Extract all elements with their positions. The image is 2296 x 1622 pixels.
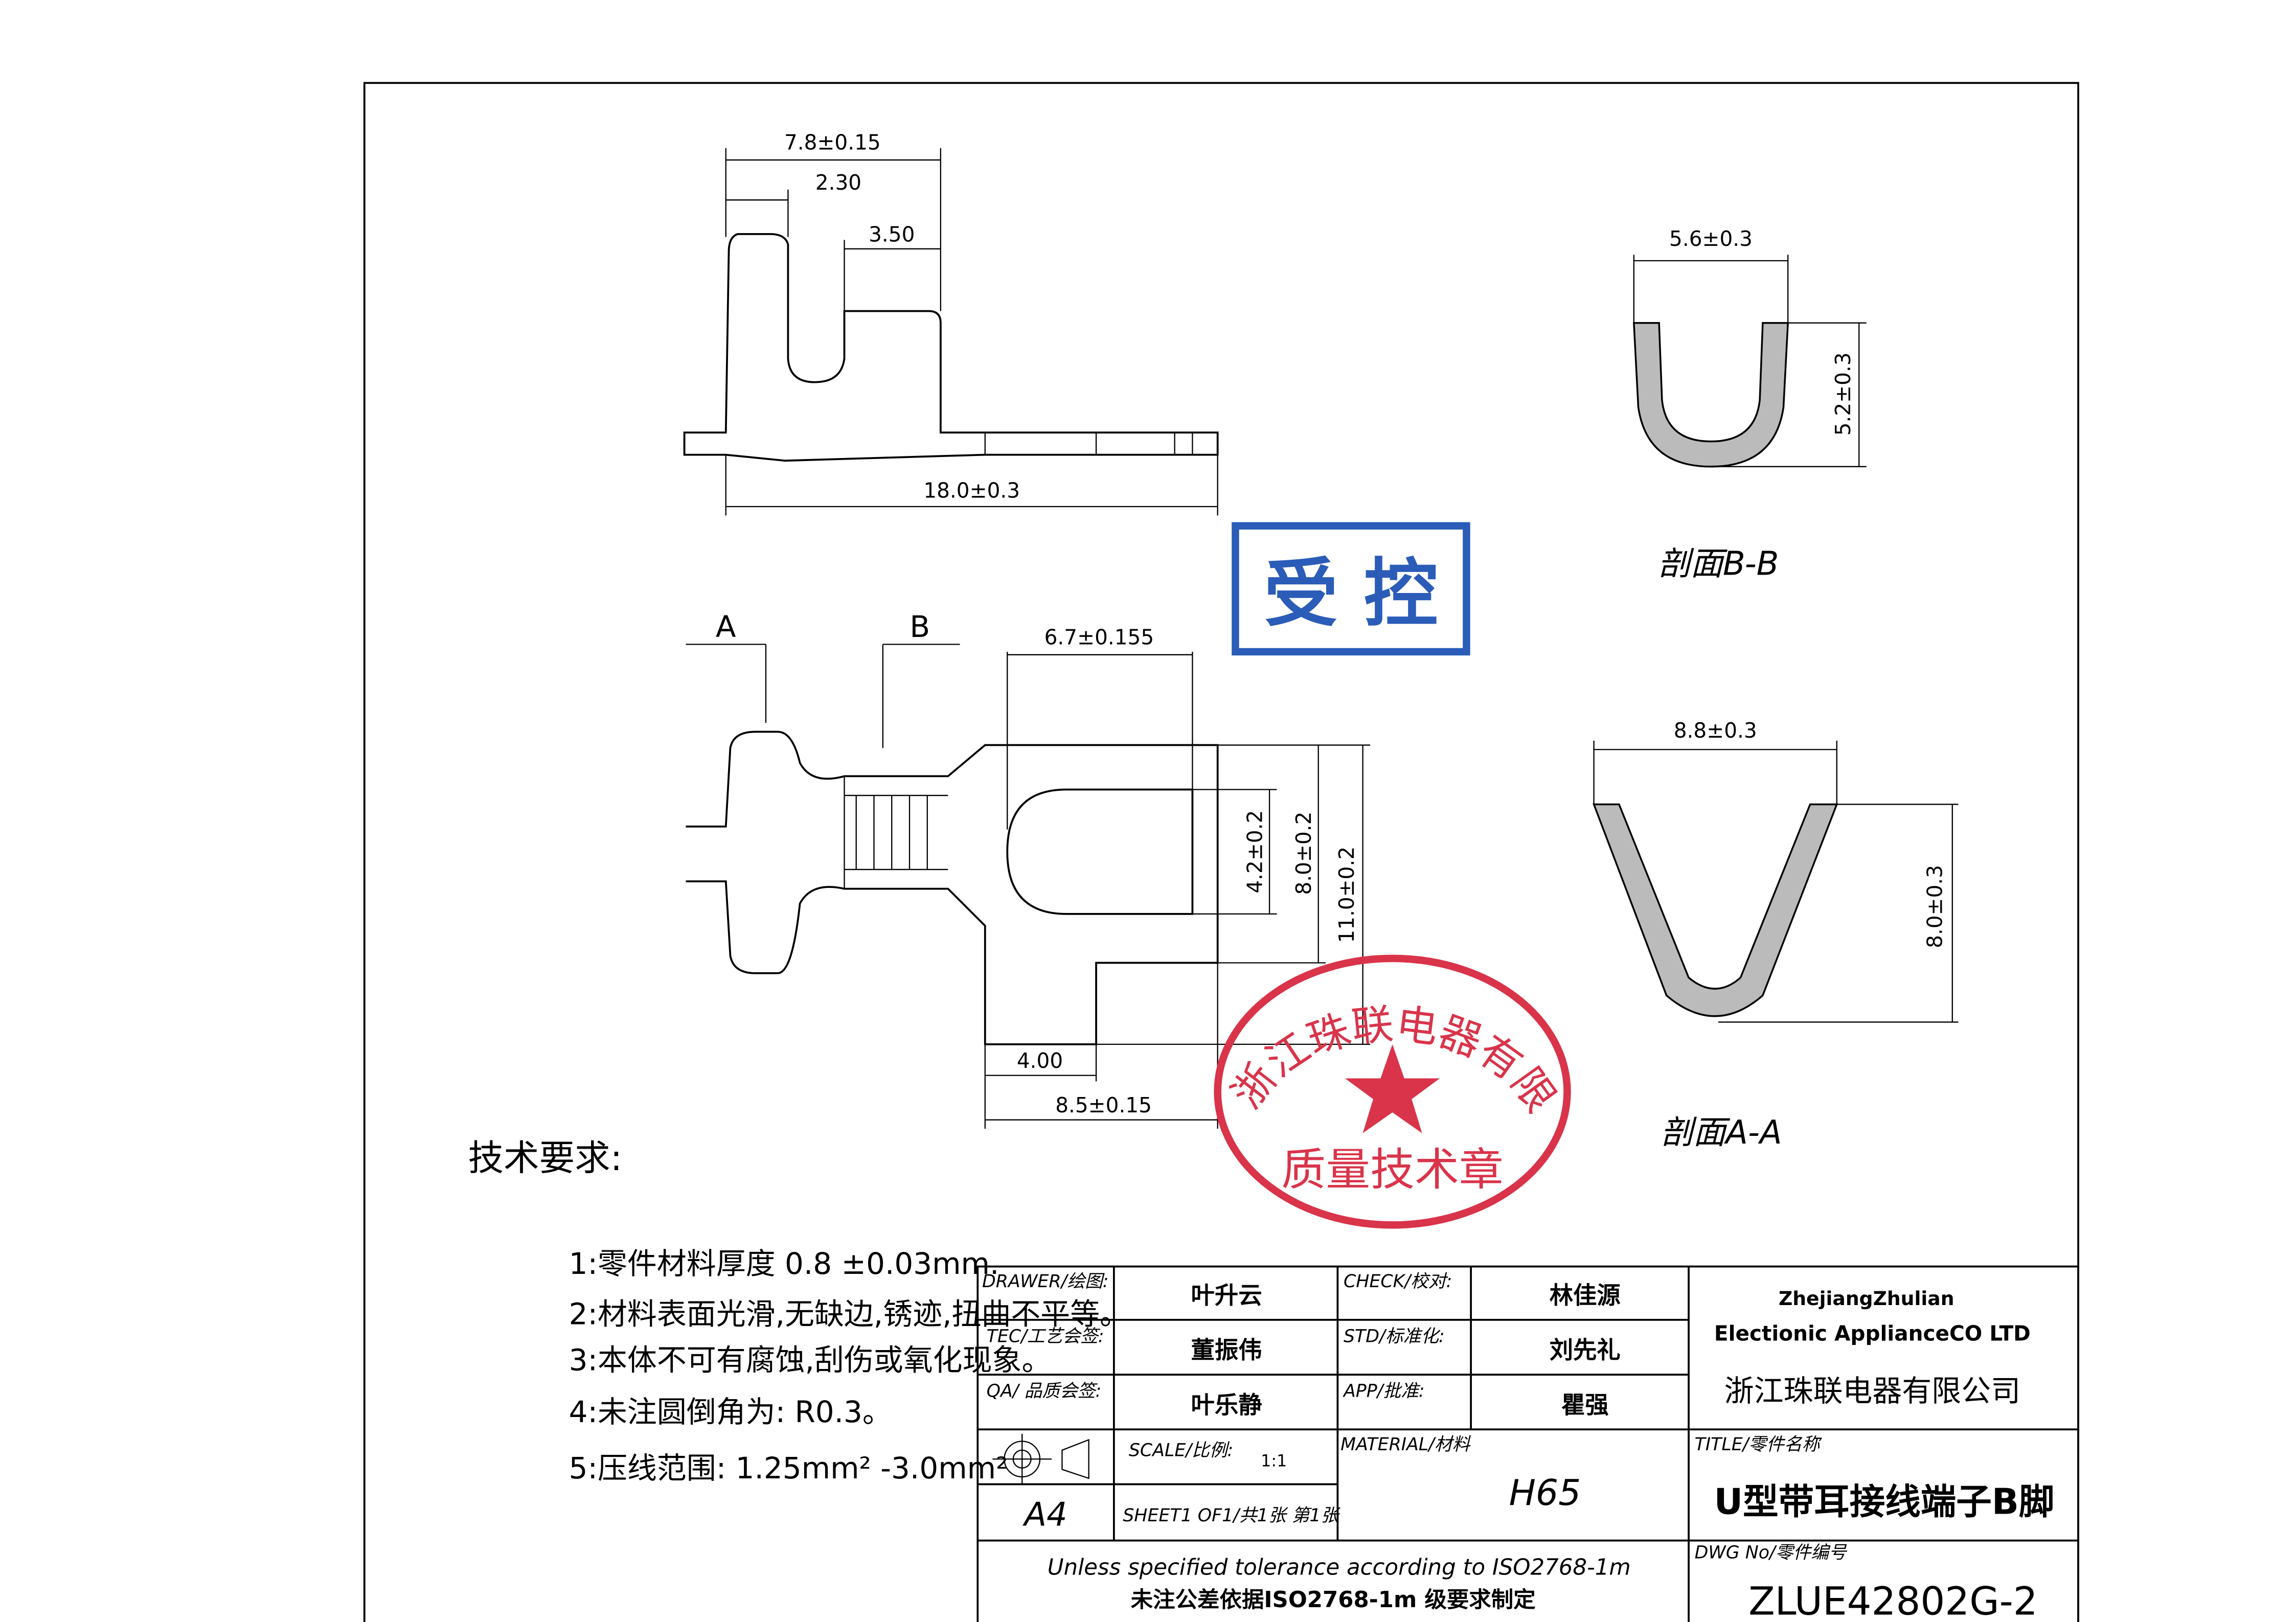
drawing-border [363, 82, 2079, 1622]
requirement-item: 2:材料表面光滑,无缺边,锈迹,扭曲不平等。 [569, 1297, 1130, 1332]
check-value: 林佳源 [1550, 1282, 1621, 1309]
section-bb: 5.6±0.3 5.2±0.3 剖面B-B [1633, 226, 1867, 583]
dim-tab: 3.50 [869, 222, 915, 246]
paper-size: A4 [1022, 1496, 1067, 1534]
app-label: APP/批准: [1343, 1381, 1425, 1402]
tec-label: TEC/工艺会签: [987, 1326, 1104, 1346]
requirement-item: 1:零件材料厚度 0.8 ±0.03mm. [569, 1246, 999, 1281]
section-a-marker: A [716, 609, 736, 644]
dim-body-width: 8.0±0.2 [1291, 812, 1316, 895]
tech-requirements-heading: 技术要求: [468, 1137, 623, 1179]
scale-value: 1:1 [1261, 1451, 1287, 1471]
dim-slot-width: 4.2±0.2 [1243, 810, 1267, 894]
section-aa-label: 剖面A-A [1661, 1114, 1782, 1152]
top-view: 7.8±0.15 2.30 3.50 18.0±0.3 [683, 130, 1219, 516]
title-block: DRAWER/绘图: 叶升云 CHECK/校对: 林佳源 TEC/工艺会签: 董… [976, 1265, 2079, 1622]
section-b-marker: B [910, 609, 930, 644]
dim-aa-height: 8.0±0.3 [1923, 865, 1947, 948]
star-icon [1345, 1044, 1440, 1133]
requirement-item: 3:本体不可有腐蚀,刮伤或氧化现象。 [569, 1342, 1052, 1377]
qa-label: QA/ 品质会签: [987, 1381, 1102, 1402]
controlled-stamp: 受 控 [1232, 522, 1470, 656]
company-name-en-2: Electionic ApplianceCO LTD [1714, 1321, 2031, 1345]
std-value: 刘先礼 [1550, 1336, 1621, 1364]
front-view: A B 6.7±0.155 4.2±0.2 8.0±0.2 11.0±0.2 4… [686, 609, 1371, 1129]
requirement-item: 5:压线范围: 1.25mm² -3.0mm² [569, 1451, 1008, 1486]
dim-length: 18.0±0.3 [923, 478, 1020, 503]
material-value: H65 [1509, 1472, 1581, 1514]
tech-requirements: 技术要求: 1:零件材料厚度 0.8 ±0.03mm. 2:材料表面光滑,无缺边… [468, 1137, 1130, 1486]
seal-bottom-text: 质量技术章 [1281, 1144, 1504, 1196]
material-label: MATERIAL/材料 [1340, 1434, 1471, 1455]
dim-aa-width: 8.8±0.3 [1674, 718, 1757, 743]
dim-width: 7.8±0.15 [784, 130, 881, 155]
dim-slot-length: 6.7±0.155 [1044, 625, 1154, 650]
projection-symbol-icon [992, 1433, 1089, 1484]
dim-slot-offset: 2.30 [815, 170, 861, 195]
part-title: U型带耳接线端子B脚 [1714, 1481, 2055, 1522]
tec-value: 董振伟 [1191, 1336, 1262, 1364]
tolerance-note-en: Unless specified tolerance according to … [1048, 1555, 1631, 1580]
std-label: STD/标准化: [1344, 1326, 1445, 1346]
section-aa: 8.8±0.3 8.0±0.3 剖面A-A [1593, 718, 1959, 1152]
dim-ear-length: 4.00 [1017, 1048, 1063, 1073]
scale-label: SCALE/比例: [1129, 1440, 1233, 1460]
drawing-number: ZLUE42802G-2 [1748, 1579, 2038, 1622]
dwg-no-label: DWG No/零件编号 [1695, 1542, 1848, 1563]
drawer-value: 叶升云 [1191, 1282, 1262, 1309]
qa-value: 叶乐静 [1191, 1391, 1262, 1419]
requirement-item: 4:未注圆倒角为: R0.3。 [569, 1395, 892, 1429]
dim-overall-width: 11.0±0.2 [1334, 847, 1359, 943]
app-value: 瞿强 [1561, 1391, 1609, 1419]
company-name-cn: 浙江珠联电器有限公司 [1724, 1374, 2020, 1408]
controlled-stamp-text: 受 控 [1264, 551, 1438, 637]
title-label: TITLE/零件名称 [1695, 1434, 1823, 1455]
dim-bb-width: 5.6±0.3 [1669, 226, 1753, 251]
dim-bb-height: 5.2±0.3 [1831, 352, 1855, 436]
sheet-info: SHEET1 OF1/共1张 第1张 [1123, 1505, 1340, 1526]
check-label: CHECK/校对: [1344, 1271, 1452, 1292]
company-name-en-1: ZhejiangZhulian [1779, 1287, 1954, 1310]
tolerance-note-cn: 未注公差依据ISO2768-1m 级要求制定 [1131, 1587, 1536, 1613]
dim-body-length: 8.5±0.15 [1055, 1093, 1152, 1117]
drawer-label: DRAWER/绘图: [982, 1271, 1109, 1292]
section-bb-label: 剖面B-B [1658, 545, 1779, 583]
